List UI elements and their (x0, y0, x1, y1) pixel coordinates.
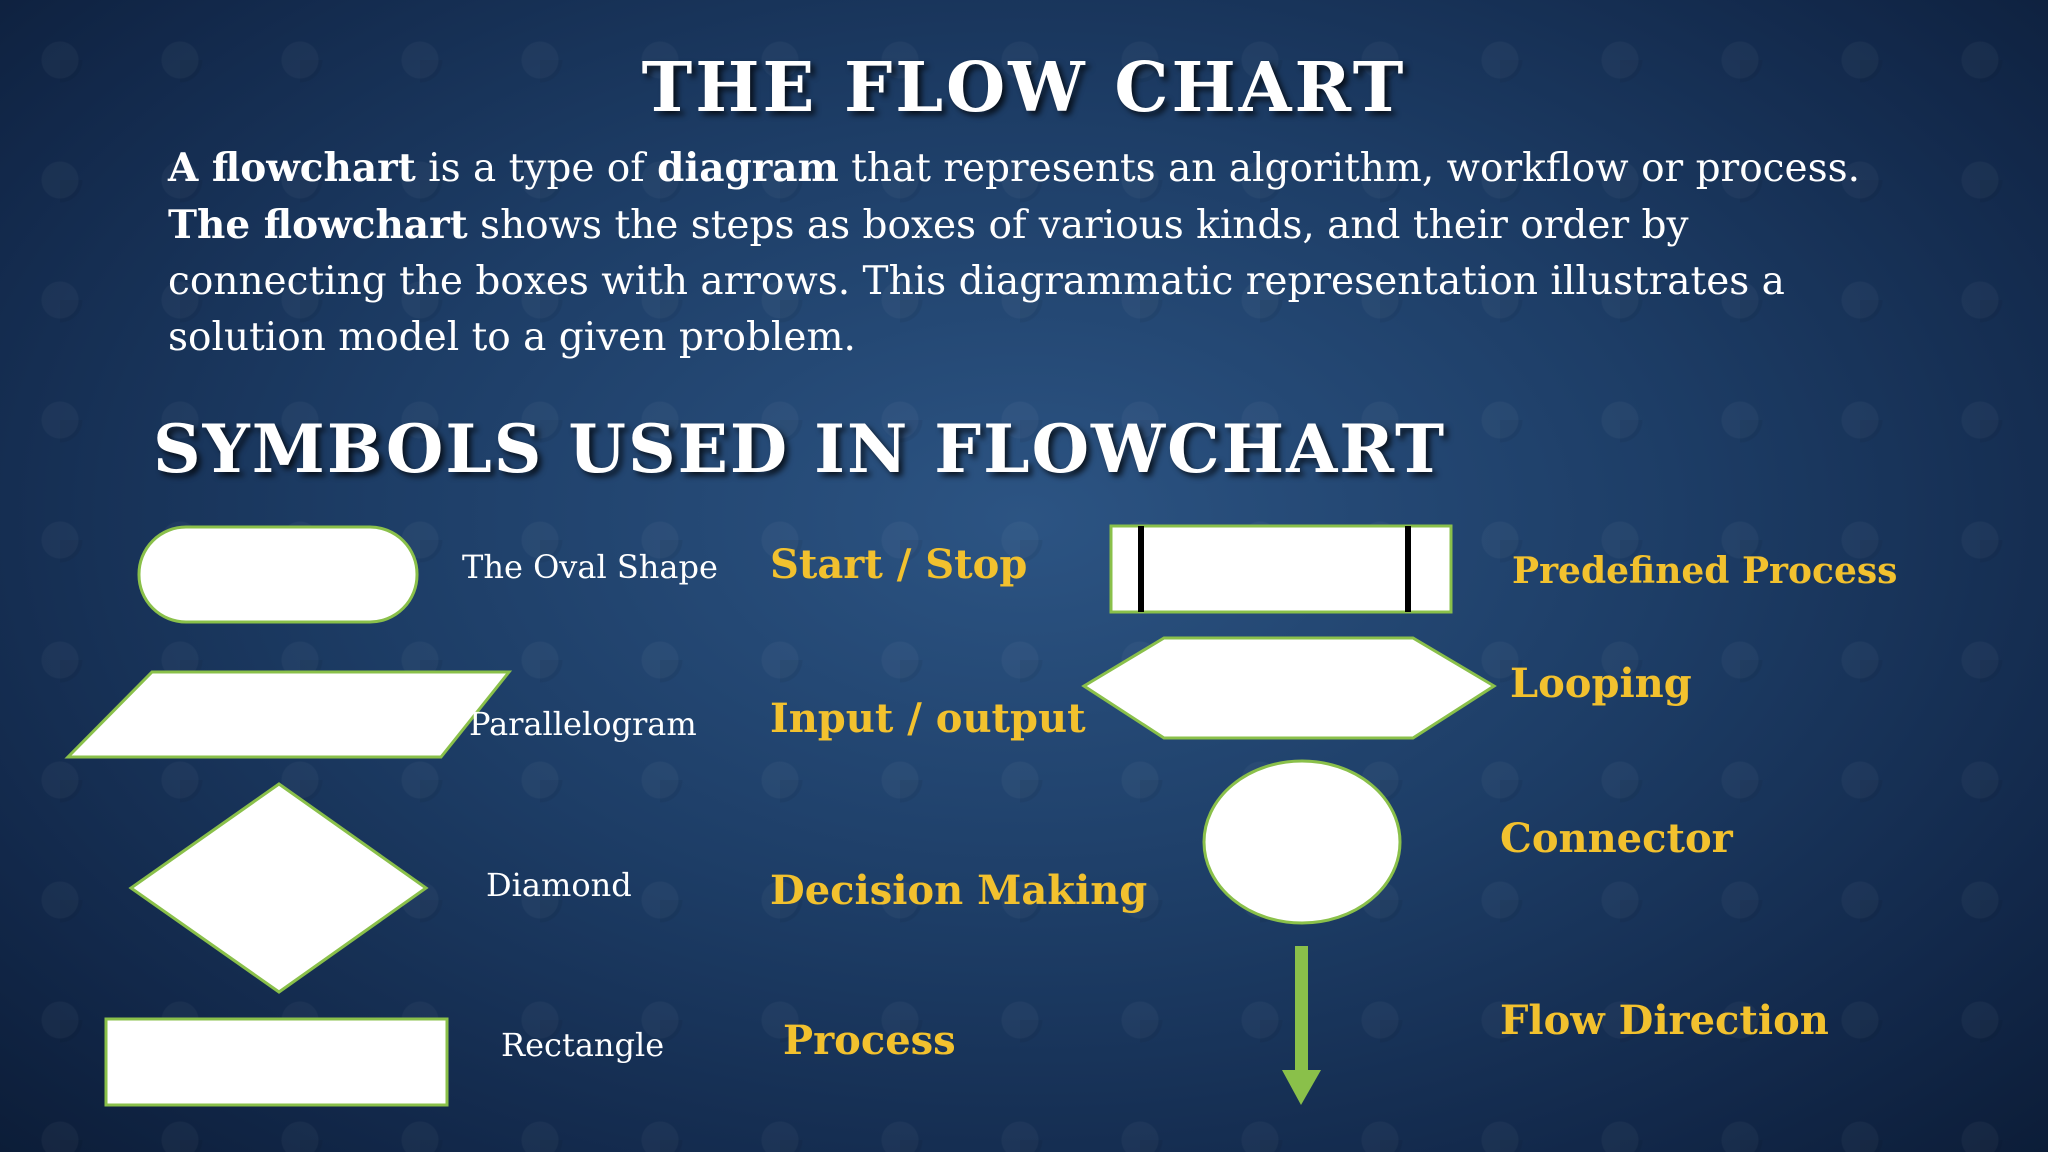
intro-bold-a-flowchart: A flowchart (168, 145, 416, 191)
hexagon-meaning-label: Looping (1510, 660, 1692, 707)
parallelogram-shape (64, 670, 513, 759)
diamond-name-label: Diamond (486, 866, 632, 904)
intro-text-1: is a type of (415, 146, 658, 191)
parallelogram-meaning-label: Input / output (770, 695, 1086, 742)
rectangle-name-label: Rectangle (501, 1026, 665, 1064)
flow-arrow-shaft (1295, 946, 1308, 1072)
intro-text-3: shows the steps as boxes of various kind… (168, 203, 1785, 360)
rectangle-meaning-label: Process (783, 1017, 956, 1064)
flow-arrow-head (1282, 1070, 1321, 1105)
intro-text-2: that represents an algorithm, workflow o… (838, 146, 1861, 191)
rectangle-shape (104, 1017, 449, 1107)
oval-name-label: The Oval Shape (462, 548, 718, 586)
connector-meaning-label: Connector (1500, 815, 1733, 862)
connector-circle-shape (1202, 759, 1402, 925)
oval-shape (137, 525, 419, 624)
parallelogram-name-label: Parallelogram (469, 705, 697, 743)
intro-paragraph: A flowchart is a type of diagram that re… (168, 140, 1908, 366)
predefined-process-shape (1109, 524, 1453, 614)
diamond-meaning-label: Decision Making (770, 867, 1148, 914)
page-title: THE FLOW CHART (641, 48, 1407, 128)
section-heading: SYMBOLS USED IN FLOWCHART (153, 410, 1447, 488)
diamond-shape (128, 782, 429, 994)
intro-bold-diagram: diagram (657, 145, 839, 191)
oval-meaning-label: Start / Stop (770, 541, 1028, 588)
intro-bold-the-flowchart: The flowchart (168, 202, 468, 248)
hexagon-shape (1081, 636, 1497, 740)
flow-direction-meaning-label: Flow Direction (1500, 997, 1829, 1044)
predefined-meaning-label: Predefined Process (1512, 550, 1898, 592)
